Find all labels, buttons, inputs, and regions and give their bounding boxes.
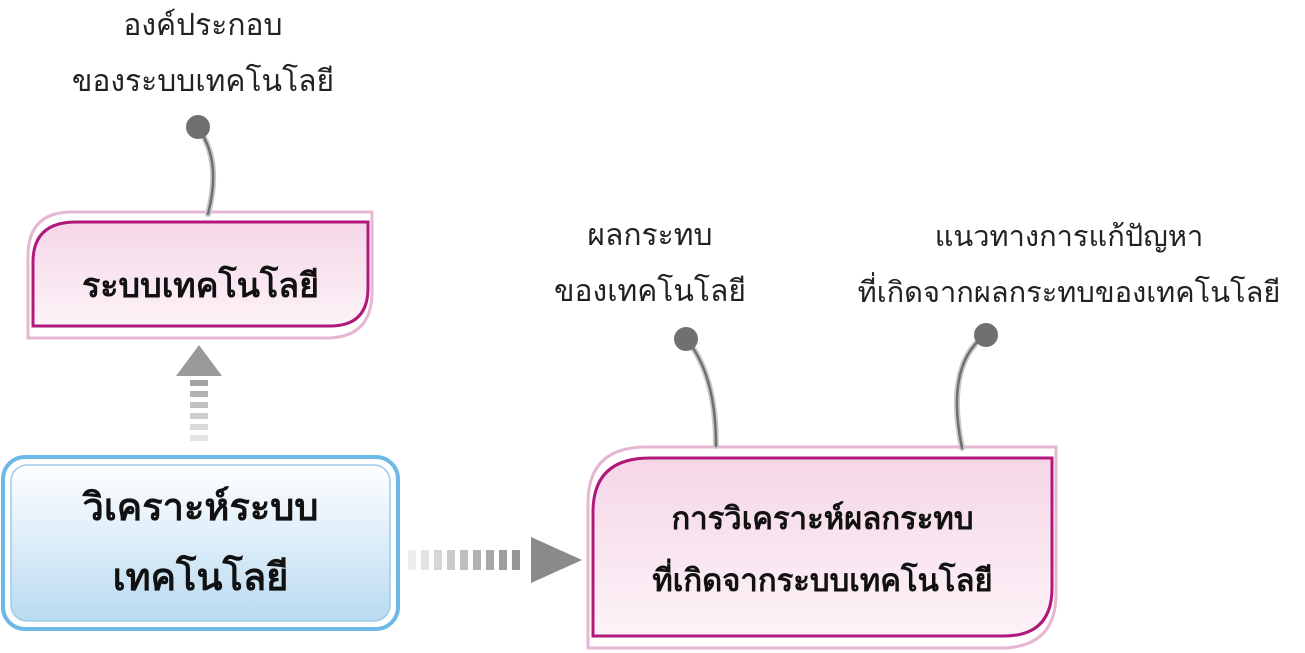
annotation-components-line-2: ของระบบเทคโนโลยี [71, 64, 335, 99]
annotation-impacts: ผลกระทบ ของเทคโนโลยี [540, 208, 760, 320]
annotation-solutions-line-2: ที่เกิดจากผลกระทบของเทคโนโลยี [857, 275, 1281, 309]
impact-analysis-title-line-1: การวิเคราะห์ผลกระทบ [671, 501, 974, 537]
tech-system-title: ระบบเทคโนโลยี [33, 252, 368, 320]
annotation-components: องค์ประกอบ ของระบบเทคโนโลยี [40, 0, 366, 110]
arrow-right [408, 537, 582, 583]
pin-impacts [674, 327, 719, 449]
tech-system-title-text: ระบบเทคโนโลยี [82, 266, 319, 306]
arrow-up [176, 345, 222, 441]
pin-components [186, 115, 217, 217]
annotation-solutions: แนวทางการแก้ปัญหา ที่เกิดจากผลกระทบของเท… [838, 208, 1300, 320]
annotation-impacts-line-1: ผลกระทบ [587, 218, 713, 253]
analyze-title-line-1: วิเคราะห์ระบบ [82, 485, 319, 529]
analyze-title: วิเคราะห์ระบบ เทคโนโลยี [11, 472, 390, 612]
impact-analysis-title-line-2: ที่เกิดจากระบบเทคโนโลยี [652, 563, 993, 599]
annotation-components-line-1: องค์ประกอบ [123, 8, 283, 43]
tech-system-box [26, 210, 374, 340]
impact-analysis-title: การวิเคราะห์ผลกระทบ ที่เกิดจากระบบเทคโนโ… [593, 488, 1052, 612]
annotation-impacts-line-2: ของเทคโนโลยี [554, 274, 746, 309]
pin-solutions [954, 323, 998, 451]
analyze-title-line-2: เทคโนโลยี [112, 555, 289, 599]
impact-analysis-box [586, 445, 1058, 650]
annotation-solutions-line-1: แนวทางการแก้ปัญหา [934, 219, 1204, 253]
analyze-box [1, 455, 400, 631]
